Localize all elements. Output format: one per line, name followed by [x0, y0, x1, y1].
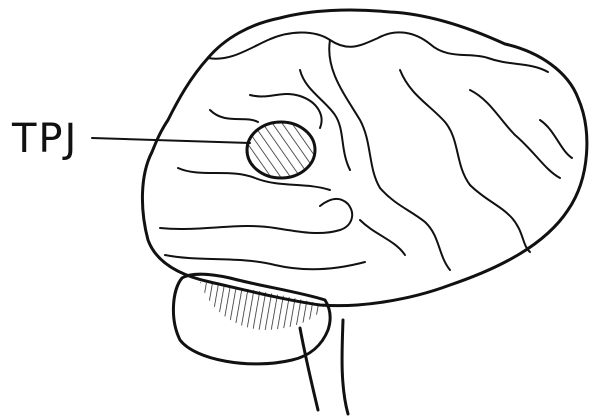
sulcus-10 — [380, 188, 450, 270]
leader-line — [92, 138, 250, 143]
sulcus-3 — [430, 44, 548, 72]
sulcus-8 — [210, 110, 258, 122]
sulcus-13 — [540, 120, 572, 158]
tpj-region — [247, 122, 315, 178]
cerebellum-hatching — [200, 282, 325, 330]
tpj-label: TPJ — [11, 116, 78, 162]
brainstem — [300, 320, 348, 414]
sylvian-fissure — [160, 199, 352, 233]
sulcus-6 — [470, 90, 560, 178]
sulcus-11 — [470, 185, 530, 252]
sulcus-9 — [178, 168, 330, 190]
sulcus-2 — [330, 32, 430, 46]
central-sulcus — [329, 40, 380, 188]
temporal-sulcus — [165, 255, 365, 269]
sulcus-1 — [208, 33, 330, 59]
sulcus-5 — [400, 70, 470, 185]
sulcus-12 — [360, 220, 405, 255]
